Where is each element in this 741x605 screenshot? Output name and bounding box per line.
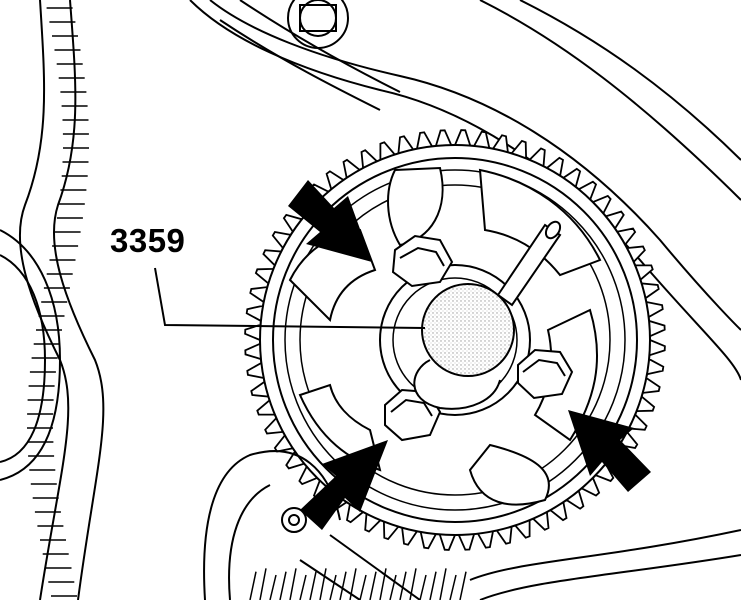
timing-belt-left bbox=[18, 0, 105, 601]
callout-leader bbox=[154, 267, 426, 329]
lower-gear-tooth bbox=[439, 568, 447, 601]
lower-gear-tooth bbox=[279, 571, 287, 601]
bolt-upper-left bbox=[391, 234, 454, 288]
arrow-right bbox=[568, 410, 651, 492]
lower-gear-tooth bbox=[269, 574, 277, 601]
lower-gear-tooth bbox=[449, 574, 457, 601]
lower-gear-tooth bbox=[369, 571, 377, 601]
lower-gear-tooth bbox=[419, 574, 427, 601]
lower-gear-tooth bbox=[299, 574, 307, 601]
lower-gear-tooth bbox=[289, 568, 297, 601]
arrow-upper-left bbox=[288, 180, 372, 262]
lower-gear-tooth bbox=[459, 571, 467, 601]
lower-gear-tooth bbox=[329, 574, 337, 601]
lower-gear-tooth bbox=[249, 571, 257, 601]
lower-gear-tooth bbox=[259, 568, 267, 601]
lower-gear-tooth bbox=[429, 571, 437, 601]
timing-belt-upper bbox=[219, 0, 401, 111]
lower-housing bbox=[203, 450, 741, 601]
lower-gear-tooth bbox=[309, 571, 317, 601]
lower-gear-tooth bbox=[379, 568, 387, 601]
lower-gear-tooth bbox=[349, 568, 357, 601]
lower-gear-tooth bbox=[359, 574, 367, 601]
lower-gear-tooth bbox=[319, 568, 327, 601]
bolt-right bbox=[517, 348, 574, 400]
lower-gear-tooth bbox=[409, 568, 417, 601]
special-tool-3359 bbox=[413, 220, 562, 410]
arrow-lower-left bbox=[300, 440, 388, 530]
lower-gear-tooth bbox=[389, 574, 397, 601]
lower-gear-tooth bbox=[339, 571, 347, 601]
lower-gear-tooth bbox=[399, 571, 407, 601]
pulley-left bbox=[0, 229, 62, 481]
callout-label-3359: 3359 bbox=[110, 222, 186, 259]
